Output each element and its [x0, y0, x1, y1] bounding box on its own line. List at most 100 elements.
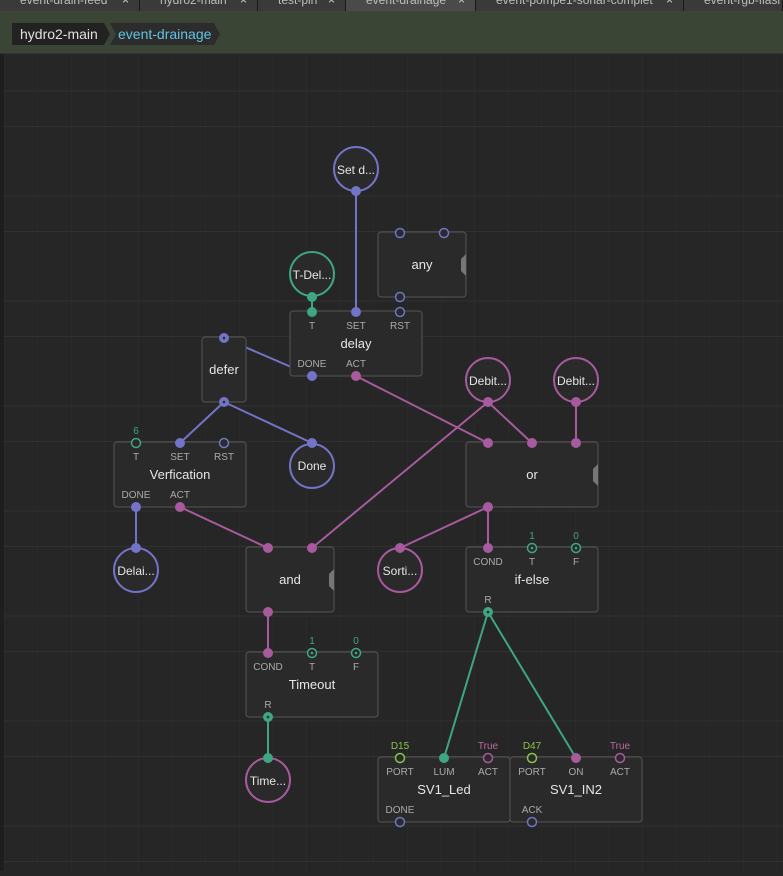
pin[interactable]: [175, 438, 185, 448]
patch-canvas[interactable]: Set d... T-Del... Debit... Debit... Done…: [0, 54, 783, 871]
close-icon[interactable]: ×: [665, 0, 673, 7]
node-t-del[interactable]: T-Del...: [289, 251, 335, 302]
breadcrumb-item-event-drainage[interactable]: event-drainage: [118, 26, 212, 42]
pin[interactable]: [351, 186, 361, 196]
tab-bar: event-drain-feed × hydro2-main × test-pi…: [0, 0, 783, 11]
node-sorti[interactable]: Sorti...: [377, 543, 423, 593]
pin-label: F: [573, 557, 579, 568]
pin[interactable]: [351, 371, 361, 381]
pin[interactable]: [571, 753, 581, 763]
node-label: defer: [209, 362, 239, 377]
pin[interactable]: [130, 437, 142, 449]
node-delai[interactable]: Delai...: [113, 543, 159, 593]
tab-event-rgb-flash[interactable]: event-rgb-flash: [684, 0, 783, 11]
pin[interactable]: [614, 752, 626, 764]
node-delay[interactable]: T SET RST delay DONE ACT: [289, 306, 423, 381]
node-debit-2[interactable]: Debit...: [553, 357, 599, 407]
pin[interactable]: [483, 502, 493, 512]
node-and[interactable]: and: [245, 543, 335, 617]
node-timeout[interactable]: 1 0 COND T F Timeout R: [245, 636, 379, 722]
pin-value: 6: [133, 426, 139, 437]
node-set-d[interactable]: Set d...: [333, 146, 379, 196]
node-any[interactable]: any: [377, 227, 467, 303]
link: [487, 401, 533, 444]
tab-event-drain-feed[interactable]: event-drain-feed ×: [0, 0, 140, 11]
patch-graph[interactable]: Set d... T-Del... Debit... Debit... Done…: [0, 54, 783, 871]
node-sv1-led[interactable]: D15 True PORT LUM ACT SV1_Led DONE: [377, 741, 511, 828]
link: [487, 611, 577, 759]
pin-label: ACT: [478, 767, 498, 778]
node-or[interactable]: or: [465, 438, 599, 512]
pin[interactable]: [526, 752, 538, 764]
close-icon[interactable]: ×: [121, 0, 129, 7]
pin[interactable]: [483, 543, 493, 553]
tab-event-drainage[interactable]: event-drainage ×: [346, 0, 476, 11]
node-title: delay: [340, 336, 372, 351]
pin[interactable]: [307, 307, 317, 317]
pin[interactable]: [175, 502, 185, 512]
node-label: T-Del...: [293, 268, 332, 282]
pin[interactable]: [394, 752, 406, 764]
node-sv1-in2[interactable]: D47 True PORT ON ACT SV1_IN2 ACK: [509, 741, 643, 828]
pin[interactable]: [351, 307, 361, 317]
tab-test-pin[interactable]: test-pin ×: [258, 0, 346, 11]
pin[interactable]: [307, 543, 317, 553]
pin[interactable]: [571, 397, 581, 407]
pin-label: ACK: [522, 805, 543, 816]
link: [179, 506, 269, 549]
pin-value: True: [478, 741, 499, 752]
link: [223, 401, 313, 444]
tab-event-pompe1-sonar-complet[interactable]: event-pompe1-sonar-complet ×: [476, 0, 684, 11]
pin[interactable]: [263, 543, 273, 553]
pin[interactable]: [218, 437, 230, 449]
node-title: Verfication: [150, 467, 211, 482]
pin[interactable]: [307, 438, 317, 448]
node-debit-1[interactable]: Debit...: [465, 357, 511, 407]
pin[interactable]: [571, 438, 581, 448]
tab-label: hydro2-main: [160, 0, 227, 7]
pin[interactable]: [439, 753, 449, 763]
tab-label: event-drain-feed: [20, 0, 108, 7]
pin[interactable]: [263, 648, 273, 658]
pin-label: DONE: [298, 359, 327, 370]
node-label: Delai...: [117, 564, 154, 578]
pin[interactable]: [438, 227, 450, 239]
pin[interactable]: [131, 502, 141, 512]
node-time[interactable]: Time...: [245, 753, 291, 803]
pin[interactable]: [307, 371, 317, 381]
pin-label: COND: [253, 662, 282, 673]
pin[interactable]: [394, 306, 406, 318]
breadcrumb-item-hydro2-main[interactable]: hydro2-main: [20, 26, 98, 42]
tab-hydro2-main[interactable]: hydro2-main ×: [140, 0, 258, 11]
pin-label: T: [309, 662, 315, 673]
pin[interactable]: [131, 543, 141, 553]
pin-value: 0: [573, 531, 579, 542]
pin[interactable]: [527, 438, 537, 448]
node-if-else[interactable]: 1 0 COND T F if-else R: [465, 531, 599, 617]
node-label: or: [526, 467, 538, 482]
tab-label: test-pin: [278, 0, 318, 7]
pin[interactable]: [394, 227, 406, 239]
close-icon[interactable]: ×: [239, 0, 247, 7]
node-label: any: [412, 257, 433, 272]
node-verfication[interactable]: 6 T SET RST Verfication DONE ACT: [113, 426, 247, 512]
pin[interactable]: [263, 607, 273, 617]
pin[interactable]: [263, 753, 273, 763]
pin-label: RST: [390, 321, 410, 332]
pin[interactable]: [394, 291, 406, 303]
pin[interactable]: [395, 543, 405, 553]
node-done[interactable]: Done: [289, 438, 335, 489]
pin[interactable]: [482, 752, 494, 764]
pin-value: 0: [353, 636, 359, 647]
link: [443, 611, 489, 759]
pin[interactable]: [307, 292, 317, 302]
pin[interactable]: [483, 397, 493, 407]
pin[interactable]: [526, 816, 538, 828]
pin-label: ACT: [346, 359, 366, 370]
pin-label: ACT: [610, 767, 630, 778]
pin[interactable]: [394, 816, 406, 828]
close-icon[interactable]: ×: [327, 0, 335, 7]
close-icon[interactable]: ×: [457, 0, 465, 7]
node-defer[interactable]: defer: [201, 333, 247, 407]
pin[interactable]: [483, 438, 493, 448]
